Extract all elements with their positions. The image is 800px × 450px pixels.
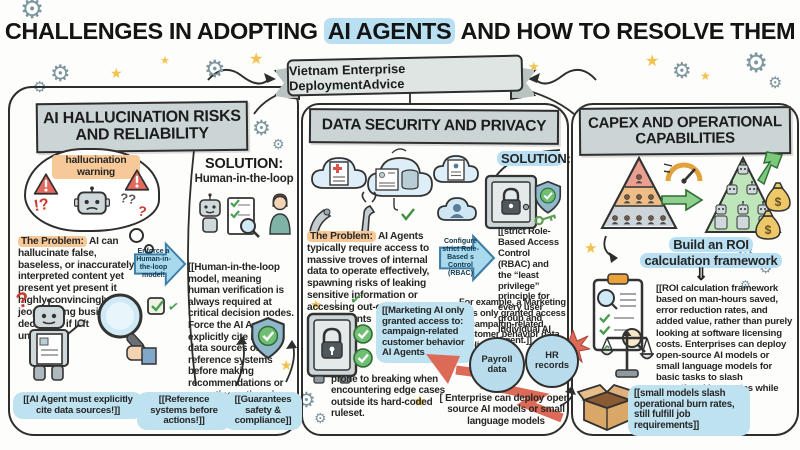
double-question-glyph: ??: [119, 189, 137, 208]
title-pre: CHALLENGES IN ADOPTING: [4, 18, 318, 44]
speed-gauge-icon: [664, 162, 703, 184]
gear-icon: ⚙: [740, 278, 751, 292]
mid-solution-heading: SOLUTION:: [497, 151, 571, 167]
gear-icon: ⚙: [768, 75, 783, 92]
blue-arrow-shape: [439, 233, 496, 283]
hallucination-thought-bubble: hallucination warning !? ?? ?: [24, 148, 160, 254]
build-roi-line2: calculation framework: [640, 253, 782, 269]
build-roi-line1: Build an ROI: [669, 237, 753, 252]
mid-prone-text: prone to breaking when encountering edge…: [331, 374, 445, 420]
banner-label: Vietnam Enterprise DeploymentAdvice: [288, 60, 406, 93]
gear-icon: ⚙: [272, 136, 285, 152]
question-glyph: ?: [136, 202, 149, 220]
bang-question-glyph: !?: [32, 195, 51, 216]
shield-check-icon: [251, 316, 285, 360]
hallucination-warning-label: hallucination warning: [52, 155, 140, 179]
gear-icon: ⚙: [20, 0, 45, 24]
title-highlight: AI AGENTS: [323, 18, 456, 44]
warning-triangle-icon: [124, 169, 150, 191]
sad-robot-icon: [74, 186, 110, 215]
title-post: AND HOW TO RESOLVE THEM: [460, 18, 796, 44]
gear-icon: ⚙: [50, 60, 71, 86]
gear-icon: ⚙: [672, 58, 692, 83]
header-capex-label: CAPEX AND OPERATIONAL CAPABILITIES: [587, 113, 782, 148]
header-hallucination-label: AI HALLUCINATION RISKS AND RELIABILITY: [43, 107, 241, 144]
callout-small-models: [[small models slash operational burn ra…: [628, 385, 750, 436]
build-roi-label: Build an ROI calculation framework: [636, 237, 786, 270]
robot-with-document-icon: [29, 298, 85, 381]
check-glyph: ✓: [166, 298, 181, 315]
warning-triangle-icon: [33, 173, 59, 195]
panel-hallucination: [8, 86, 299, 436]
star-icon: ★: [700, 69, 711, 83]
checkbox-icon: [147, 297, 165, 315]
star-icon: ★: [528, 59, 540, 74]
double-down-arrow-glyph: ⇓: [694, 265, 709, 284]
safe-shield-key-icon: [484, 174, 562, 230]
swirl-arrow-right: [528, 69, 597, 85]
check-glyph: ✓: [348, 290, 364, 309]
robot-pyramid-icon: [704, 151, 783, 233]
mid-enterprise-text: [ Enterprise can deploy open-source AI m…: [439, 393, 573, 427]
callout-cite-sources: [[AI Agent must explicitly cite data sou…: [13, 392, 143, 420]
mid-solution-text: [[strict Role-Based Access Control (RBAC…: [498, 225, 559, 346]
enforce-hitl-arrow: Enforce a Human-in-the-loop model!: [133, 238, 187, 290]
callout-marketing-access: [[Marketing AI only granted access to: c…: [376, 302, 474, 363]
panel-security: [301, 103, 569, 436]
star-icon: ★: [249, 51, 264, 68]
header-security-label: DATA SECURITY AND PRIVACY: [321, 116, 547, 136]
configure-rbac-arrow-label: Configure strict Role-Based s Control (R…: [442, 238, 479, 277]
hr-records-circle: HR records: [525, 334, 579, 388]
gear-icon: ⚙: [252, 117, 271, 140]
callout-reference-systems: [[Reference systems before actions!]]: [137, 392, 231, 430]
people-pyramid-icon: [600, 155, 678, 229]
swirl-arrow-left: [207, 69, 276, 85]
human-in-the-loop-illustration: [199, 193, 291, 238]
header-hallucination: AI HALLUCINATION RISKS AND RELIABILITY: [35, 100, 249, 154]
enforce-hitl-arrow-label: Enforce a Human-in-the-loop model!: [136, 248, 171, 279]
gear-icon: ⚙: [744, 48, 769, 78]
configure-rbac-arrow: Configure strict Role-Based s Control (R…: [438, 232, 496, 284]
cloud-data-illustration: [309, 148, 479, 233]
gear-icon: ⚙: [204, 56, 226, 83]
money-bags-icon: $: [755, 182, 791, 240]
left-solution-heading: SOLUTION:: [205, 156, 283, 172]
star-icon: ★: [110, 65, 123, 81]
banner: Vietnam Enterprise DeploymentAdvice: [286, 54, 524, 97]
star-icon: ★: [584, 240, 598, 257]
payroll-data-label: Payroll data: [481, 354, 513, 374]
hr-records-label: HR records: [534, 350, 570, 370]
green-right-arrow-icon: [661, 188, 704, 212]
star-icon: ★: [310, 297, 322, 312]
safe-with-checks-icon: [306, 312, 373, 384]
magnifier-hand-icon: [97, 293, 157, 365]
left-problem-label: The Problem:: [18, 236, 87, 247]
left-solution-subheading: Human-in-the-loop: [194, 173, 294, 185]
down-arrow-glyph: ↓: [332, 295, 340, 312]
mid-problem-label: The Problem:: [307, 231, 376, 242]
blue-arrow-shape: [133, 241, 187, 287]
star-icon: ★: [280, 357, 293, 373]
page-title: CHALLENGES IN ADOPTING AI AGENTS AND HOW…: [0, 18, 800, 45]
payroll-data-circle: Payroll data: [469, 337, 525, 393]
star-icon: ★: [645, 53, 660, 70]
star-icon: ★: [160, 55, 170, 67]
star-icon: ★: [413, 393, 427, 410]
callout-safety-compliance: [[Guarantees safety & compliance]]: [224, 392, 302, 430]
balance-scale-icon: [600, 330, 654, 378]
